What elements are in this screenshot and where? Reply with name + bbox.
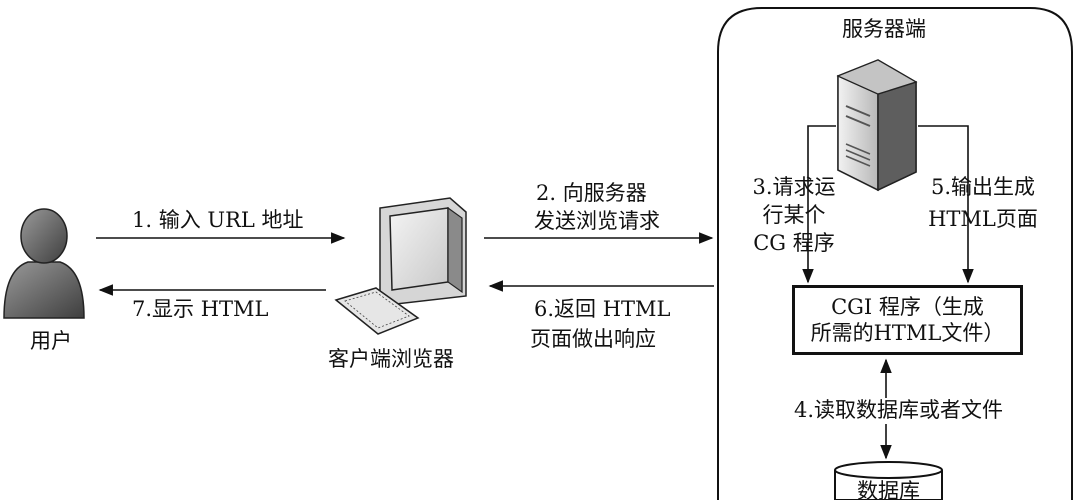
cgi-box-line1: CGI 程序（生成: [831, 295, 984, 319]
database-label: 数据库: [857, 479, 920, 503]
database-icon: [834, 461, 943, 500]
step-1-label: 1. 输入 URL 地址: [132, 208, 304, 232]
cgi-box-line2: 所需的HTML文件）: [810, 321, 1005, 345]
step-7-label: 7.显示 HTML: [132, 297, 269, 321]
cgi-program-box: CGI 程序（生成 所需的HTML文件）: [792, 285, 1023, 355]
arrow-step-5: [918, 125, 974, 284]
step-3-label-line3: CG 程序: [753, 231, 835, 255]
step-4-label: 4.读取数据库或者文件: [794, 398, 1004, 422]
step-5-label-line1: 5.输出生成: [930, 175, 1036, 199]
arrow-step-3: [802, 125, 836, 284]
step-2-label-line2: 发送浏览请求: [534, 209, 660, 233]
browser-label: 客户端浏览器: [328, 347, 454, 371]
server-icon: [836, 59, 918, 192]
step-3-label-line1: 3.请求运: [752, 175, 836, 199]
computer-icon: [334, 197, 467, 335]
step-6-label-line1: 6.返回 HTML: [534, 297, 671, 321]
server-panel-title: 服务器端: [842, 17, 926, 41]
user-label: 用户: [30, 329, 72, 353]
step-6-label-line2: 页面做出响应: [530, 327, 656, 351]
step-5-label-line2: HTML页面: [928, 207, 1038, 231]
server-panel-frame: [717, 7, 1073, 500]
step-3-label-line2: 行某个: [762, 203, 826, 227]
user-icon: [3, 208, 85, 319]
step-2-label-line1: 2. 向服务器: [536, 181, 647, 205]
